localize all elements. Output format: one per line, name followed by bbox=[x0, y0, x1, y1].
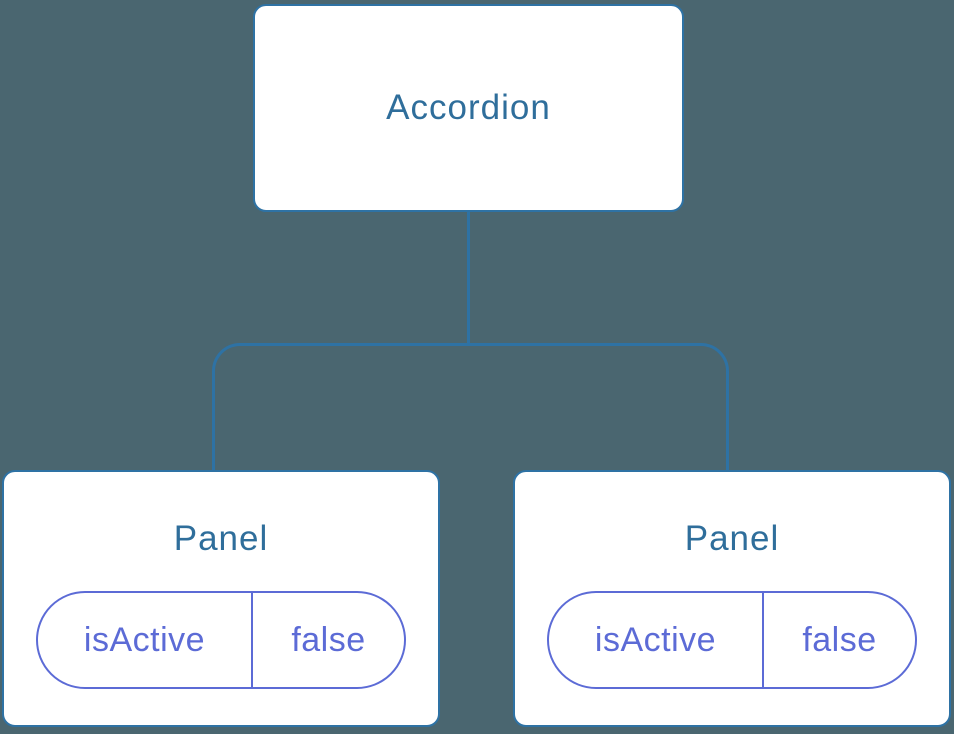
node-label-panel-left: Panel bbox=[173, 519, 269, 558]
state-name-left: isActive bbox=[38, 593, 253, 687]
state-name-right: isActive bbox=[549, 593, 764, 687]
node-label-accordion: Accordion bbox=[386, 88, 551, 127]
connector-trunk-line bbox=[467, 210, 470, 345]
state-value-left: false bbox=[291, 620, 366, 659]
state-value-right: false bbox=[802, 620, 877, 659]
tree-node-panel-left: Panel isActive false bbox=[2, 470, 440, 727]
tree-node-accordion: Accordion bbox=[253, 4, 684, 212]
state-pill-right: isActive false bbox=[547, 591, 917, 689]
tree-node-panel-right: Panel isActive false bbox=[513, 470, 951, 727]
node-label-panel-right: Panel bbox=[684, 519, 780, 558]
connector-branch-line bbox=[212, 343, 729, 470]
state-pill-left: isActive false bbox=[36, 591, 406, 689]
